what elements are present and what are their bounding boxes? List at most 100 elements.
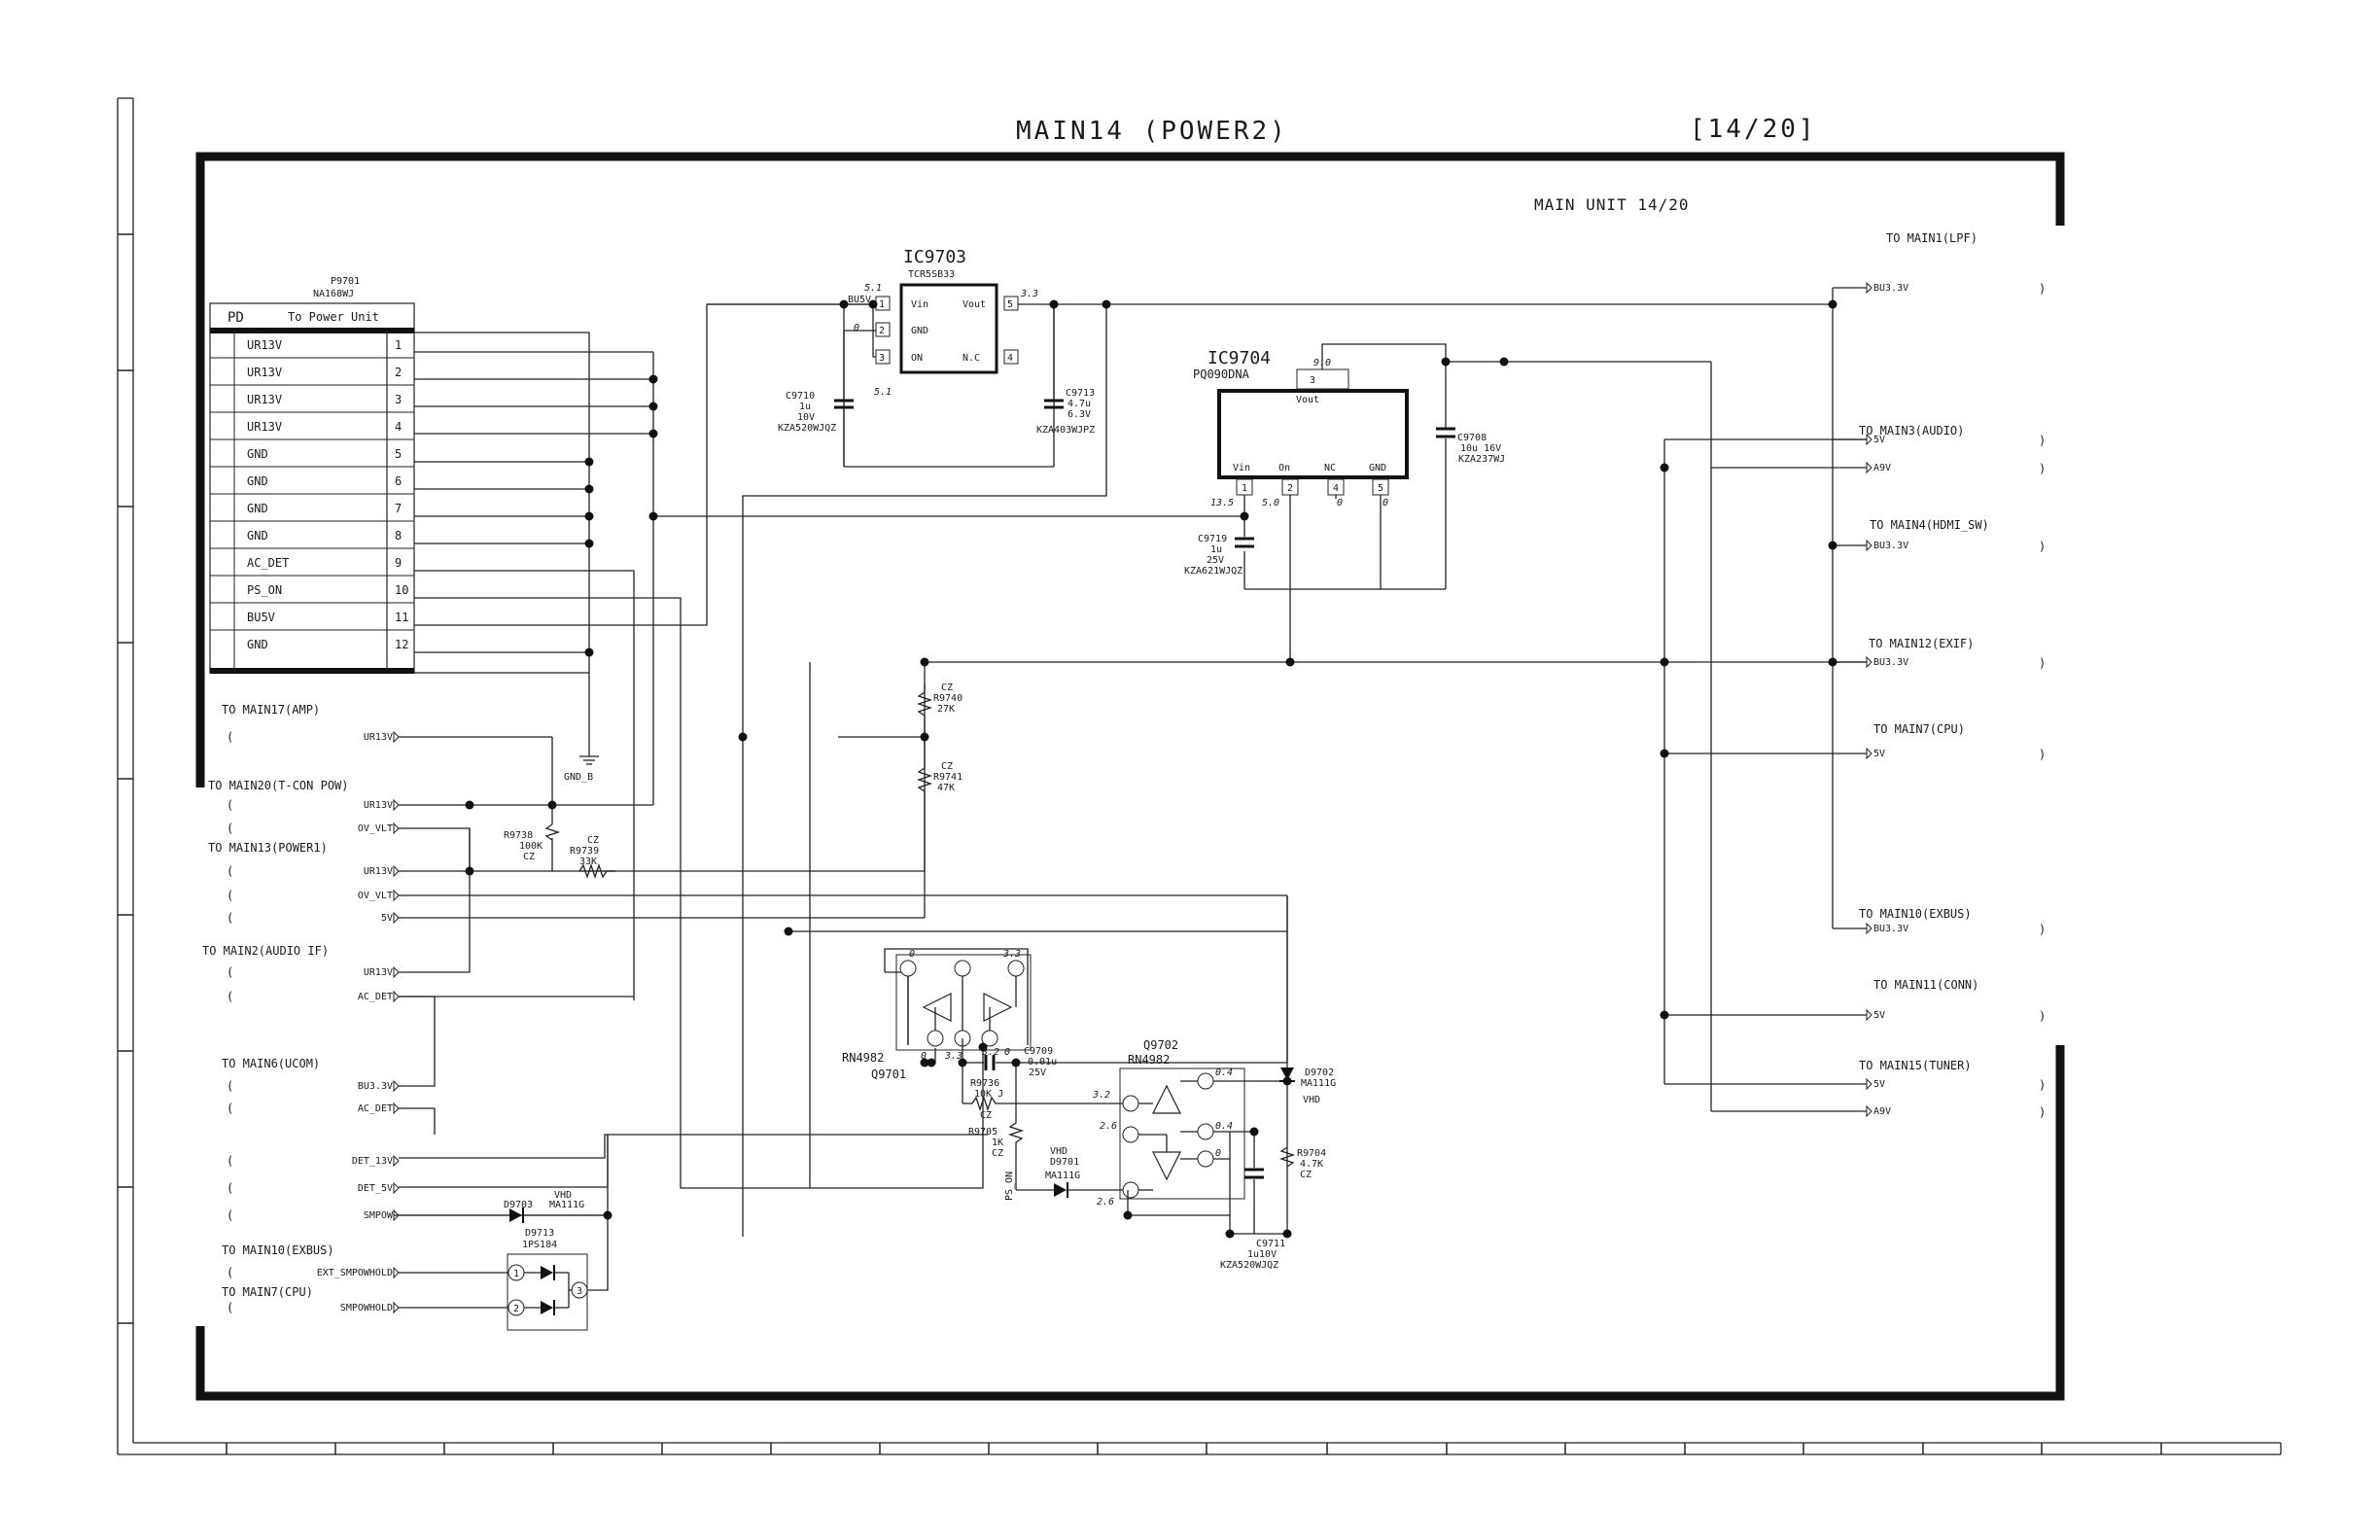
connector-pin-name: AC_DET [247,556,289,570]
left-port-label: UR13V [364,800,393,811]
resistor-r9741: CZ R9741 47K [916,737,962,871]
right-group-title: TO MAIN7(CPU) [1873,722,1965,736]
ic9704-pin-name: GND [1369,463,1386,473]
ic9704-top-pin: 3 [1310,375,1315,386]
schematic-frame [195,152,2065,1401]
ic9703-pin-on: ON [911,353,923,364]
right-port-label: A9V [1873,463,1891,473]
connector-pin-number: 6 [395,474,402,488]
connector-pin-number: 11 [395,611,408,624]
port-arrow [1866,747,1872,760]
port-arrow [1866,922,1872,935]
port-arrow [393,1208,400,1222]
port-arrow [1866,1077,1872,1091]
unit-label: MAIN UNIT 14/20 [1534,195,1690,214]
d9713-part: 1PS184 [522,1240,557,1250]
left-group-title: TO MAIN6(UCOM) [222,1057,320,1070]
d9713-pin3: 3 [577,1286,582,1297]
connector-pin-name: UR13V [247,366,282,379]
r9740-val: 27K [937,704,955,715]
left-port-label: DET_5V [358,1183,393,1194]
ic9703-pin4: 4 [1007,353,1013,364]
c9710-ref: C9710 [786,391,815,402]
right-group-title: TO MAIN11(CONN) [1873,978,1978,992]
connector-pin-number: 1 [395,338,402,352]
port-arrow [1866,1104,1872,1118]
d9702-ref: D9702 [1305,1068,1334,1078]
left-port-bracket: ( [227,990,233,1003]
gnd-b-label: GND_B [564,772,593,783]
connector-part: NA168WJ [313,289,354,299]
resistor-r9739: CZ R9739 33K [570,835,615,880]
ps-on-label: PS_ON [1004,1172,1015,1201]
left-port-bracket: ( [227,965,233,979]
left-group-title: TO MAIN10(EXBUS) [222,1243,334,1257]
c9709-v2: 25V [1029,1068,1046,1078]
capacitor-c9711: C9711 1u10V KZA520WJQZ [1220,1132,1287,1271]
sheet-title: MAIN14 (POWER2) [1016,117,1288,146]
ic9703-v-out: 3.3 [1020,289,1038,299]
r9704-ref: R9704 [1297,1148,1326,1159]
ic9704-vout-label: Vout [1296,395,1319,405]
left-port-label: UR13V [364,967,393,978]
connector-ref: P9701 [331,276,360,287]
left-group-title: TO MAIN2(AUDIO IF) [202,944,329,958]
ic9704-v-gnd: 0 [1382,498,1388,508]
right-group-title: TO MAIN15(TUNER) [1859,1059,1972,1072]
c9713-v2: 6.3V [1068,409,1091,420]
connector-pin-number: 4 [395,420,402,434]
c9713-part: KZA403WJPZ [1036,425,1095,436]
q9702-v3: 2.6 [1100,1121,1117,1132]
connector-pin-name: UR13V [247,393,282,406]
junction-dots [465,299,1838,1239]
ic9704-pin-number: 5 [1378,483,1383,494]
q9702-v2: 3.2 [1092,1090,1110,1101]
left-port-label: 5V [381,913,393,924]
right-port-label: 5V [1873,749,1885,759]
right-group-title: TO MAIN10(EXBUS) [1859,907,1972,921]
q9701-part: RN4982 [842,1051,884,1065]
resistor-r9740: CZ R9740 27K [916,682,962,737]
right-port-bracket: ) [2039,748,2046,761]
ic9704-pin-number: 1 [1242,483,1247,494]
r9704-val: 4.7K [1300,1159,1323,1170]
port-arrow [393,1079,400,1093]
right-port-groups: TO MAIN1(LPF)BU3.3V)TO MAIN3(AUDIO)5V)A9… [1664,231,2046,1119]
c9719-v1: 1u [1210,544,1222,555]
port-arrow [1866,281,1872,295]
ic9704-v-in: 13.5 [1210,498,1234,508]
d9703-part: MA111G [549,1200,584,1210]
port-arrow [393,911,400,925]
r9740-tag: CZ [941,682,953,693]
right-port-label: BU3.3V [1873,541,1908,551]
right-port-label: BU3.3V [1873,283,1908,294]
ic9703-pin-vout: Vout [962,299,986,310]
connector-pin-name: GND [247,474,268,488]
lower-left-wiring [394,662,1288,1216]
right-port-bracket: ) [2039,1078,2046,1092]
ic9704-pin-name: On [1278,463,1290,473]
d9701-tag: VHD [1050,1146,1068,1157]
left-port-label: BU3.3V [358,1081,393,1092]
left-port-bracket: ( [227,889,233,902]
c9711-ref: C9711 [1256,1239,1285,1249]
d9713-ref: D9713 [525,1228,554,1239]
left-port-label: SMPOWHOLD [340,1303,393,1313]
resistor-r9736: R9736 10K J CZ [962,1038,1128,1121]
diode-d9713: D9713 1PS184 1 2 3 [399,1215,609,1331]
left-port-bracket: ( [227,1301,233,1314]
r9741-ref: R9741 [933,772,962,783]
d9701-ref: D9701 [1050,1157,1079,1168]
left-port-bracket: ( [227,1266,233,1279]
c9719-ref: C9719 [1198,534,1227,544]
c9710-v1: 1u [799,402,811,412]
q9702-v6: 2.6 [1097,1197,1114,1208]
c9710-v2: 10V [797,412,815,423]
connector-pin-name: GND [247,447,268,461]
right-group-title: TO MAIN1(LPF) [1886,231,1978,245]
q9701-v2: 3.3 [1002,949,1021,960]
c9710-part: KZA520WJQZ [778,423,836,434]
right-port-label: A9V [1873,1106,1891,1117]
ic9703-ref: IC9703 [903,247,966,267]
